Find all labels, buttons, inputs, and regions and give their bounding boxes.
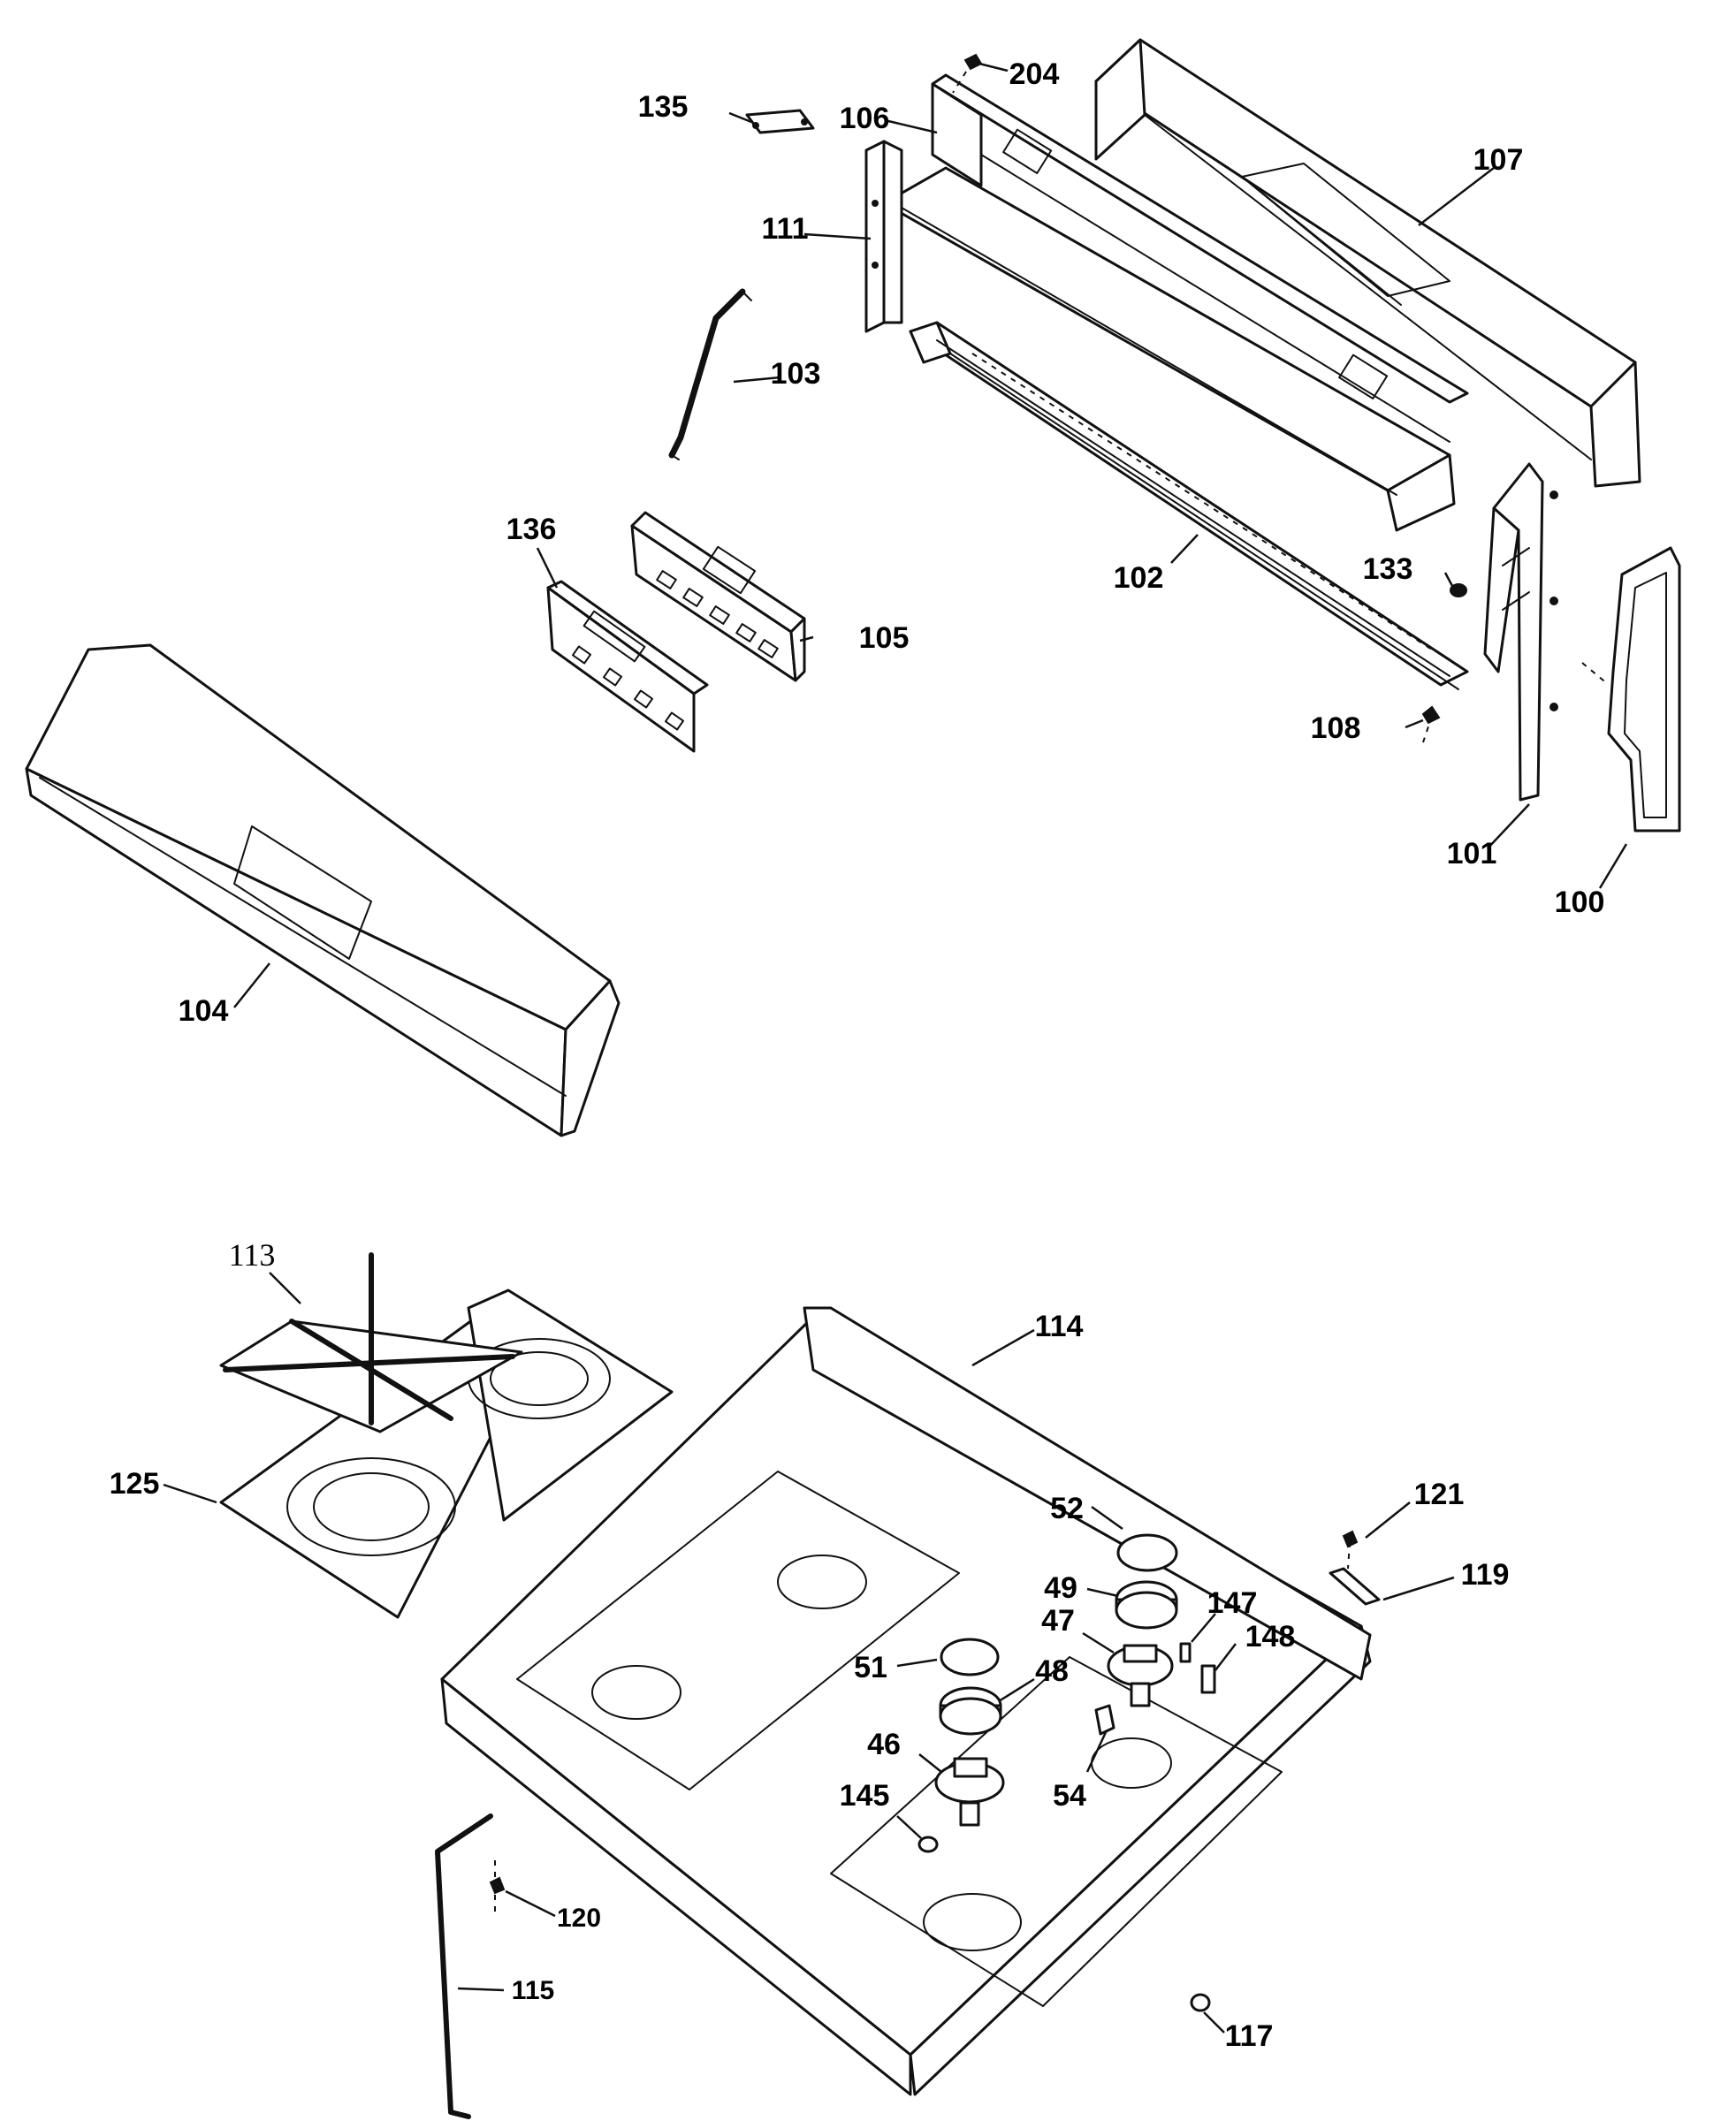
part-111-side-bracket	[864, 140, 903, 333]
callout-121: 121	[1414, 1478, 1465, 1511]
callout-117: 117	[1225, 2019, 1274, 2053]
part-103-support-rod	[668, 288, 752, 460]
part-106-upper-frame	[882, 73, 1469, 532]
part-100-end-cap	[1581, 546, 1681, 832]
callout-46: 46	[867, 1728, 901, 1761]
callout-115: 115	[512, 1976, 554, 2005]
leader-lines	[163, 60, 1628, 2034]
callout-102: 102	[1114, 561, 1164, 595]
part-107-backsplash-cover	[1094, 38, 1641, 488]
callout-101: 101	[1447, 837, 1497, 870]
part-133-clip	[1450, 583, 1467, 597]
callout-48: 48	[1035, 1654, 1069, 1688]
callout-labels: 204 135 106 107 111 103 136 105 102 133 …	[110, 57, 1605, 2053]
part-135-small-bracket	[745, 109, 815, 134]
part-52-burner-cap	[1116, 1533, 1178, 1572]
part-136-keypad-overlay	[546, 580, 709, 753]
part-104-control-panel	[25, 643, 621, 1137]
part-46-burner-valve	[934, 1757, 1005, 1827]
part-101-end-bracket	[1483, 462, 1558, 802]
part-113-burner-grate	[219, 1252, 523, 1433]
callout-120: 120	[557, 1904, 601, 1933]
part-145-nut	[917, 1836, 939, 1853]
part-114-cooktop	[440, 1306, 1372, 2096]
callout-100: 100	[1555, 886, 1605, 919]
callout-125: 125	[110, 1467, 160, 1501]
part-119-bracket	[1329, 1567, 1381, 1606]
callout-136: 136	[506, 513, 557, 546]
part-47-burner-valve	[1107, 1644, 1174, 1707]
callout-106: 106	[840, 102, 890, 135]
callout-147: 147	[1207, 1586, 1258, 1620]
callout-204: 204	[1009, 57, 1060, 91]
callout-105: 105	[859, 621, 910, 655]
callout-49: 49	[1044, 1571, 1077, 1605]
callout-113: 113	[229, 1237, 276, 1273]
part-120-screw	[489, 1860, 506, 1913]
callout-47: 47	[1041, 1604, 1075, 1638]
part-148-screw	[1200, 1664, 1216, 1694]
part-51-burner-cap	[940, 1638, 1000, 1676]
callout-51: 51	[854, 1651, 887, 1684]
part-49-burner-head	[1115, 1580, 1178, 1630]
callout-148: 148	[1245, 1620, 1296, 1653]
callout-103: 103	[771, 357, 821, 391]
callout-104: 104	[179, 994, 229, 1028]
callout-119: 119	[1461, 1558, 1510, 1592]
part-105-electronic-control	[630, 511, 806, 682]
part-54-igniter	[1094, 1704, 1115, 1736]
callout-114: 114	[1035, 1310, 1084, 1343]
callout-133: 133	[1363, 552, 1413, 586]
part-121-screw	[1342, 1530, 1359, 1570]
callout-52: 52	[1050, 1492, 1084, 1525]
part-102-trim-channel	[909, 321, 1469, 690]
callout-54: 54	[1053, 1779, 1086, 1813]
callout-108: 108	[1311, 711, 1361, 745]
part-48-burner-head	[939, 1686, 1002, 1736]
control-key-grid	[656, 570, 779, 658]
part-117-nut	[1190, 1993, 1211, 2012]
part-115-rod	[435, 1813, 493, 2119]
part-147-screw	[1179, 1642, 1192, 1663]
callout-111: 111	[762, 212, 809, 246]
callout-135: 135	[638, 90, 689, 124]
part-108-screw	[1421, 705, 1441, 743]
callout-145: 145	[840, 1779, 890, 1813]
callout-107: 107	[1473, 143, 1524, 177]
